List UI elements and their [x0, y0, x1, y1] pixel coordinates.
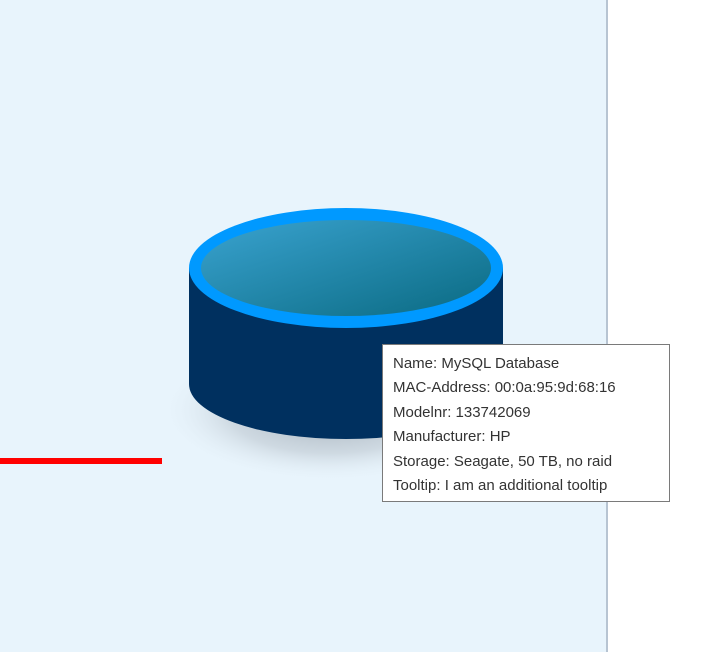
tooltip-name: Name: MySQL Database — [393, 355, 560, 372]
tooltip-model-number: Modelnr: 133742069 — [393, 403, 531, 421]
database-icon — [201, 220, 491, 316]
tooltip-mac-address: MAC-Address: 00:0a:95:9d:68:16 — [393, 379, 616, 397]
diagram-canvas[interactable] — [0, 0, 608, 652]
tooltip-storage: Storage: Seagate, 50 TB, no raid — [393, 452, 613, 470]
node-tooltip: Name: MySQL Database MAC-Address: 00:0a:… — [382, 344, 670, 502]
tooltip-manufacturer: Manufacturer: HP — [393, 428, 511, 446]
tooltip-extra: Tooltip: I am an additional tooltip — [393, 477, 608, 495]
diagram-svg — [0, 208, 503, 482]
